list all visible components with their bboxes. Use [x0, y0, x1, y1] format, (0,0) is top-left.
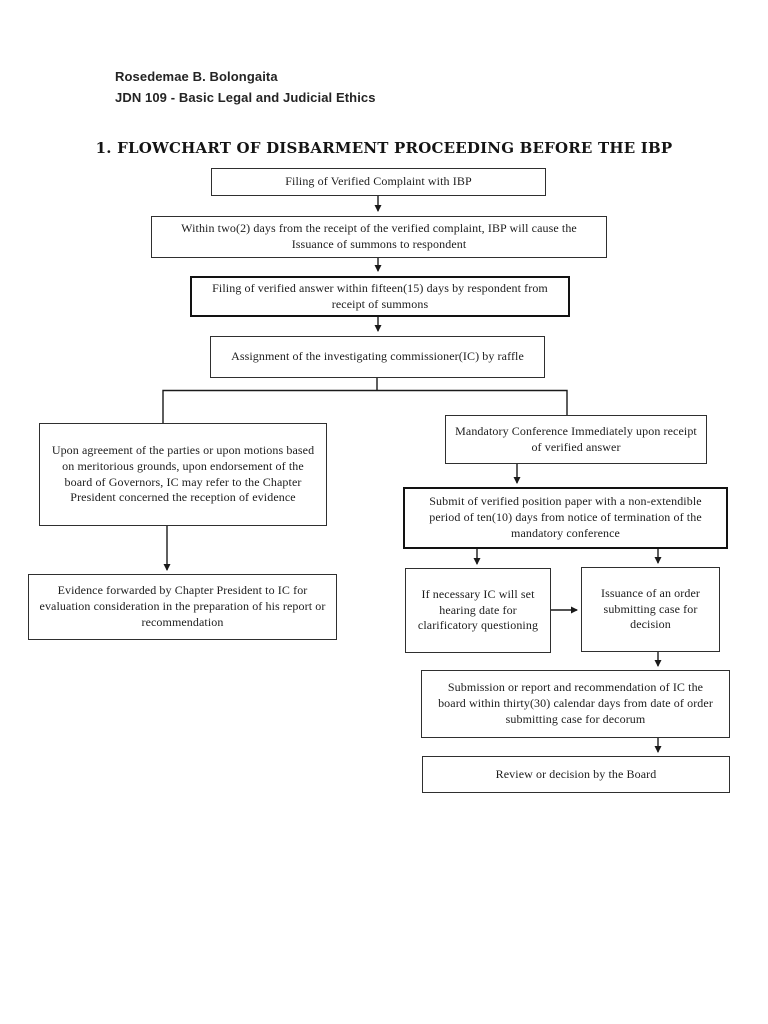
course-name: JDN 109 - Basic Legal and Judicial Ethic… [115, 90, 376, 105]
flow-node-position-paper: Submit of verified position paper with a… [403, 487, 728, 549]
flow-node-upon-agreement: Upon agreement of the parties or upon mo… [39, 423, 327, 526]
flow-node-evidence-forwarded: Evidence forwarded by Chapter President … [28, 574, 337, 640]
flow-node-submission-report: Submission or report and recommendation … [421, 670, 730, 738]
flow-node-filing-complaint: Filing of Verified Complaint with IBP [211, 168, 546, 196]
flow-node-verified-answer: Filing of verified answer within fifteen… [190, 276, 570, 317]
flow-node-clarificatory: If necessary IC will set hearing date fo… [405, 568, 551, 653]
flow-node-assignment-ic: Assignment of the investigating commissi… [210, 336, 545, 378]
flow-node-review-decision: Review or decision by the Board [422, 756, 730, 793]
flow-node-issuance-order: Issuance of an order submitting case for… [581, 567, 720, 652]
author-name: Rosedemae B. Bolongaita [115, 69, 278, 84]
author-block: Rosedemae B. Bolongaita JDN 109 - Basic … [115, 66, 376, 108]
page-title: 1. FLOWCHART OF DISBARMENT PROCEEDING BE… [95, 139, 673, 157]
flow-node-issuance-summons: Within two(2) days from the receipt of t… [151, 216, 607, 258]
flow-node-mandatory-conference: Mandatory Conference Immediately upon re… [445, 415, 707, 464]
